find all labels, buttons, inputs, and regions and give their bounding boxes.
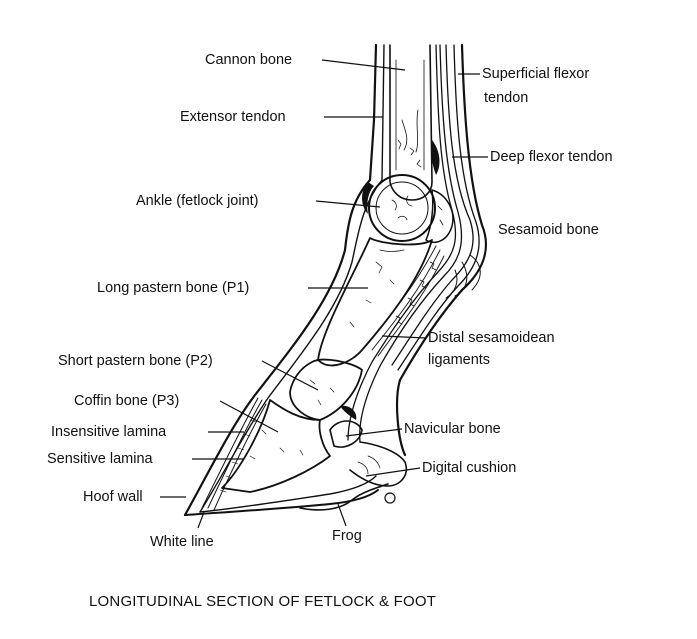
leader-distal-sesamoidean bbox=[381, 335, 427, 339]
fetlock-joint-shape bbox=[362, 140, 440, 242]
label-insensitive-lamina: Insensitive lamina bbox=[51, 424, 167, 440]
cannon-bone-shape bbox=[389, 44, 433, 201]
label-navicular-bone: Navicular bone bbox=[404, 421, 501, 437]
label-ankle: Ankle (fetlock joint) bbox=[136, 193, 259, 209]
label-deep-flexor-tendon: Deep flexor tendon bbox=[490, 149, 613, 165]
label-coffin-bone: Coffin bone (P3) bbox=[74, 393, 179, 409]
leader-frog bbox=[337, 503, 347, 527]
label-superficial-flexor-1: Superficial flexor bbox=[482, 66, 589, 82]
label-white-line: White line bbox=[150, 534, 214, 550]
leader-lines bbox=[160, 59, 488, 529]
leader-ankle bbox=[315, 200, 381, 208]
flexor-tendons-shape bbox=[347, 44, 480, 443]
label-extensor-tendon: Extensor tendon bbox=[180, 109, 286, 125]
label-frog: Frog bbox=[332, 528, 362, 544]
labels: Cannon bone Superficial flexor tendon Ex… bbox=[47, 52, 613, 610]
leader-navicular bbox=[345, 428, 403, 437]
sesamoid-shape bbox=[425, 189, 454, 244]
navicular-shape bbox=[329, 405, 363, 448]
figure-caption: LONGITUDINAL SECTION OF FETLOCK & FOOT bbox=[89, 593, 436, 610]
long-pastern-shape bbox=[317, 237, 433, 367]
label-distal-sesamoidean-1: Distal sesamoidean bbox=[428, 330, 555, 346]
label-cannon-bone: Cannon bone bbox=[205, 52, 292, 68]
ligaments-shape bbox=[365, 245, 445, 357]
leader-white-line bbox=[197, 511, 205, 529]
label-short-pastern: Short pastern bone (P2) bbox=[58, 353, 213, 369]
leader-short-pastern bbox=[261, 360, 319, 391]
leader-cannon-bone bbox=[321, 59, 406, 71]
label-superficial-flexor-2: tendon bbox=[484, 90, 528, 106]
hoof-shape bbox=[184, 397, 407, 516]
label-distal-sesamoidean-2: ligaments bbox=[428, 352, 490, 368]
leader-coffin-bone bbox=[219, 400, 279, 433]
label-hoof-wall: Hoof wall bbox=[83, 489, 143, 505]
label-digital-cushion: Digital cushion bbox=[422, 460, 516, 476]
coffin-bone-shape bbox=[221, 399, 331, 493]
label-long-pastern: Long pastern bone (P1) bbox=[97, 280, 249, 296]
label-sesamoid-bone: Sesamoid bone bbox=[498, 222, 599, 238]
label-sensitive-lamina: Sensitive lamina bbox=[47, 451, 154, 467]
leader-digital-cushion bbox=[365, 467, 421, 477]
